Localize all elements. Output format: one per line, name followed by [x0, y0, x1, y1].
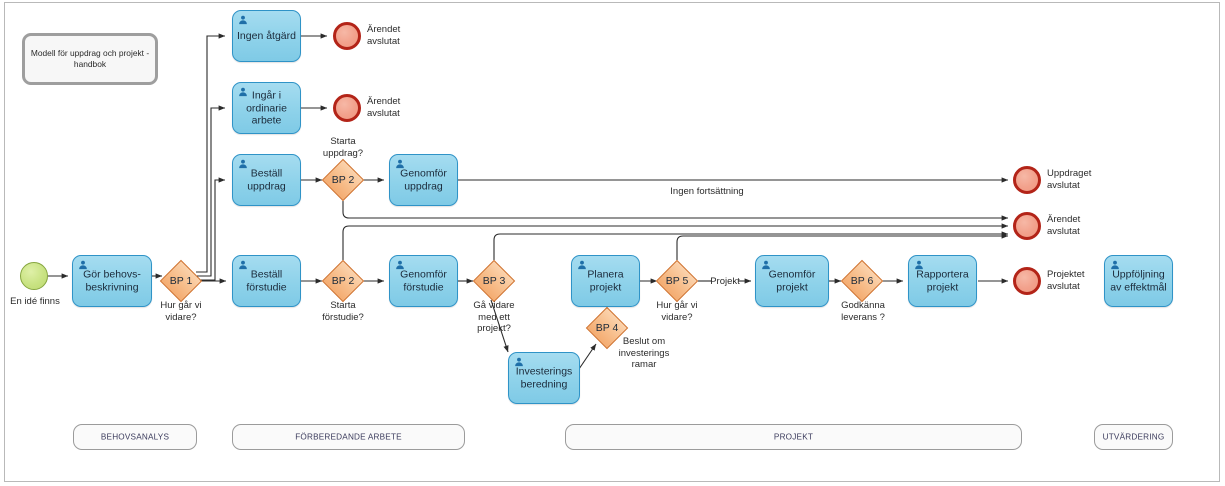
task-gor-behovsbeskrivning[interactable]: Gör behovs-beskrivning — [72, 255, 152, 307]
title-note-box: Modell för uppdrag och projekt - handbok — [22, 33, 158, 85]
task-label: Ingår i ordinarie arbete — [246, 89, 287, 127]
task-label: Beställ förstudie — [246, 268, 287, 294]
task-rapportera-projekt[interactable]: Rapportera projekt — [908, 255, 977, 307]
gateway-bp4[interactable]: BP 4 — [585, 306, 629, 350]
phase-label: UTVÄRDERING — [1102, 432, 1165, 442]
user-icon — [515, 357, 523, 367]
end-event-projektet-avslutat[interactable] — [1013, 267, 1041, 295]
phase-bar-behovsanalys: BEHOVSANALYS — [73, 424, 197, 450]
phase-bar-projekt: PROJEKT — [565, 424, 1022, 450]
gateway-id: BP 5 — [665, 275, 689, 287]
gateway-bp2-forstudie-question: Starta förstudie? — [322, 300, 364, 323]
gateway-bp5-question: Hur går vi vidare? — [656, 300, 698, 323]
diagram-frame — [4, 2, 1220, 482]
task-genomfor-projekt[interactable]: Genomför projekt — [755, 255, 829, 307]
phase-bar-forberedande-arbete: FÖRBEREDANDE ARBETE — [232, 424, 465, 450]
end-event-uppdraget-avslutat[interactable] — [1013, 166, 1041, 194]
gateway-bp4-question: Beslut om investerings ramar — [618, 336, 670, 370]
task-label: Genomför uppdrag — [400, 167, 447, 193]
gateway-id: BP 1 — [169, 275, 193, 287]
phase-bar-utvardering: UTVÄRDERING — [1094, 424, 1173, 450]
start-event-label: En idé finns — [10, 296, 60, 307]
user-icon — [239, 159, 247, 169]
title-note-text: Modell för uppdrag och projekt - handbok — [30, 48, 150, 69]
gateway-bp5[interactable]: BP 5 — [655, 259, 699, 303]
end-event-arendet-avslutat-3[interactable] — [1013, 212, 1041, 240]
task-label: Uppföljning av effektmål — [1110, 268, 1167, 294]
task-genomfor-uppdrag[interactable]: Genomför uppdrag — [389, 154, 458, 206]
gateway-bp3-question: Gå vidare med ett projekt? — [473, 300, 515, 334]
gateway-bp3[interactable]: BP 3 — [472, 259, 516, 303]
user-icon — [239, 260, 247, 270]
phase-label: PROJEKT — [773, 432, 814, 442]
gateway-bp6-question: Godkänna leverans ? — [841, 300, 885, 323]
task-label: Rapportera projekt — [916, 268, 969, 294]
user-icon — [239, 15, 247, 25]
gateway-id: BP 6 — [850, 275, 874, 287]
task-bestall-uppdrag[interactable]: Beställ uppdrag — [232, 154, 301, 206]
task-label: Ingen åtgärd — [237, 29, 296, 42]
user-icon — [239, 87, 247, 97]
task-bestall-forstudie[interactable]: Beställ förstudie — [232, 255, 301, 307]
task-planera-projekt[interactable]: Planera projekt — [571, 255, 640, 307]
user-icon — [79, 260, 87, 270]
gateway-bp1-question: Hur går vi vidare? — [160, 300, 202, 323]
end-event-label-3: Ärendet avslutat — [1047, 214, 1081, 237]
task-label: Gör behovs-beskrivning — [83, 268, 141, 294]
task-ingar-i-ordinarie-arbete[interactable]: Ingår i ordinarie arbete — [232, 82, 301, 134]
user-icon — [396, 260, 404, 270]
task-label: Planera projekt — [587, 268, 624, 294]
start-event-en-ide-finns[interactable] — [20, 262, 48, 290]
task-label: Investerings beredning — [515, 365, 573, 391]
gateway-id: BP 2 — [331, 174, 355, 186]
user-icon — [396, 159, 404, 169]
phase-label: FÖRBEREDANDE ARBETE — [295, 432, 402, 442]
task-uppfoljning-av-effektmal[interactable]: Uppföljning av effektmål — [1104, 255, 1173, 307]
gateway-id: BP 2 — [331, 275, 355, 287]
gateway-bp1[interactable]: BP 1 — [159, 259, 203, 303]
end-event-label-uppdraget: Uppdraget avslutat — [1047, 168, 1092, 191]
user-icon — [1111, 260, 1119, 270]
task-label: Beställ uppdrag — [247, 167, 286, 193]
end-event-arendet-avslutat-2[interactable] — [333, 94, 361, 122]
task-label: Genomför förstudie — [400, 268, 447, 294]
gateway-bp2-uppdrag[interactable]: BP 2 — [321, 158, 365, 202]
task-ingen-atgard[interactable]: Ingen åtgärd — [232, 10, 301, 62]
gateway-bp2-uppdrag-question: Starta uppdrag? — [322, 136, 364, 159]
end-event-label-2: Ärendet avslutat — [367, 96, 401, 119]
user-icon — [915, 260, 923, 270]
user-icon — [762, 260, 770, 270]
task-investerings-beredning[interactable]: Investerings beredning — [508, 352, 580, 404]
end-event-label-projektet: Projektet avslutat — [1047, 269, 1085, 292]
end-event-arendet-avslutat-1[interactable] — [333, 22, 361, 50]
phase-label: BEHOVSANALYS — [100, 432, 170, 442]
end-event-label-1: Ärendet avslutat — [367, 24, 401, 47]
gateway-id: BP 4 — [595, 322, 619, 334]
user-icon — [578, 260, 586, 270]
task-label: Genomför projekt — [768, 268, 816, 294]
gateway-bp6[interactable]: BP 6 — [840, 259, 884, 303]
gateway-bp2-forstudie[interactable]: BP 2 — [321, 259, 365, 303]
task-genomfor-forstudie[interactable]: Genomför förstudie — [389, 255, 458, 307]
flow-label-projekt: Projekt — [710, 276, 740, 287]
flow-label-ingen-fortsattning: Ingen fortsättning — [670, 186, 744, 197]
gateway-id: BP 3 — [482, 275, 506, 287]
